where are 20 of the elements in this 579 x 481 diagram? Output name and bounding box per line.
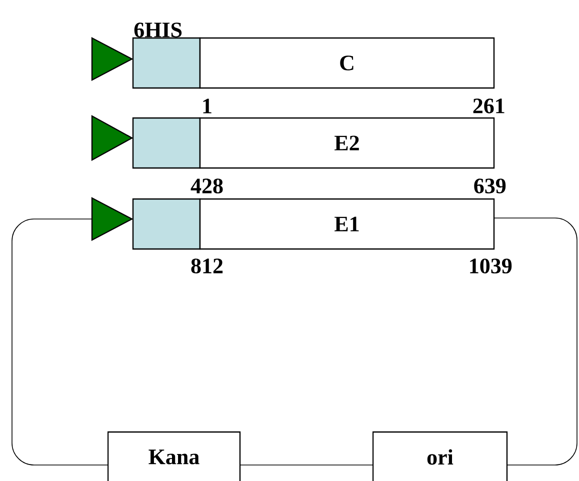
- position-number: 1: [203, 98, 212, 114]
- backbone-line: [240, 464, 374, 466]
- gene-bar: E2: [199, 117, 495, 169]
- position-number: 639: [474, 178, 506, 194]
- position-number: 261: [473, 98, 504, 114]
- tag-segment: [132, 198, 201, 250]
- backbone-line: [494, 218, 578, 466]
- backbone-line: [12, 218, 108, 466]
- gene-bar: E1: [199, 198, 495, 250]
- position-number: 812: [191, 258, 223, 274]
- position-number: 428: [190, 178, 223, 194]
- promoter-triangle: [91, 197, 134, 241]
- tag-segment: [132, 117, 201, 169]
- promoter-triangle: [91, 37, 134, 81]
- position-number: 1039: [470, 258, 512, 274]
- node-label: 6HIS: [134, 22, 182, 38]
- gene-bar: C: [199, 37, 495, 89]
- gene-box: Kana: [107, 431, 241, 481]
- tag-segment: 6HIS: [132, 22, 201, 89]
- gene-box: ori: [372, 431, 508, 481]
